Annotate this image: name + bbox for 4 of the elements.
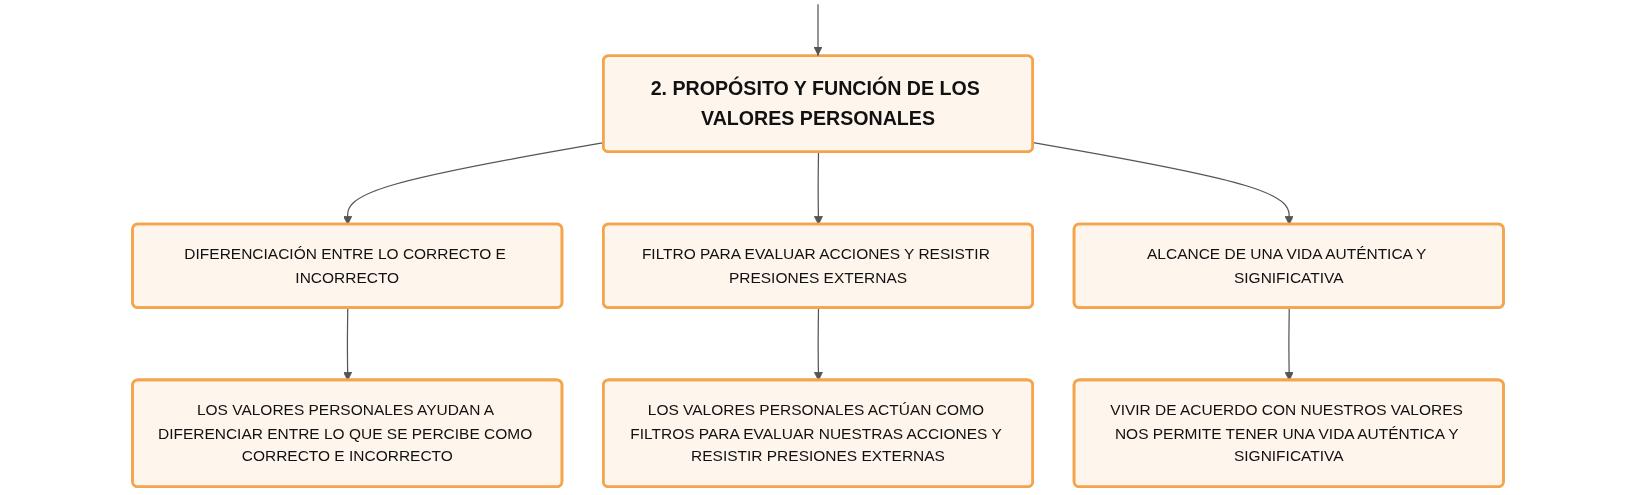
arrow	[813, 3, 823, 57]
arrow	[1032, 142, 1294, 225]
arrow	[813, 151, 823, 225]
arrow	[343, 142, 605, 225]
